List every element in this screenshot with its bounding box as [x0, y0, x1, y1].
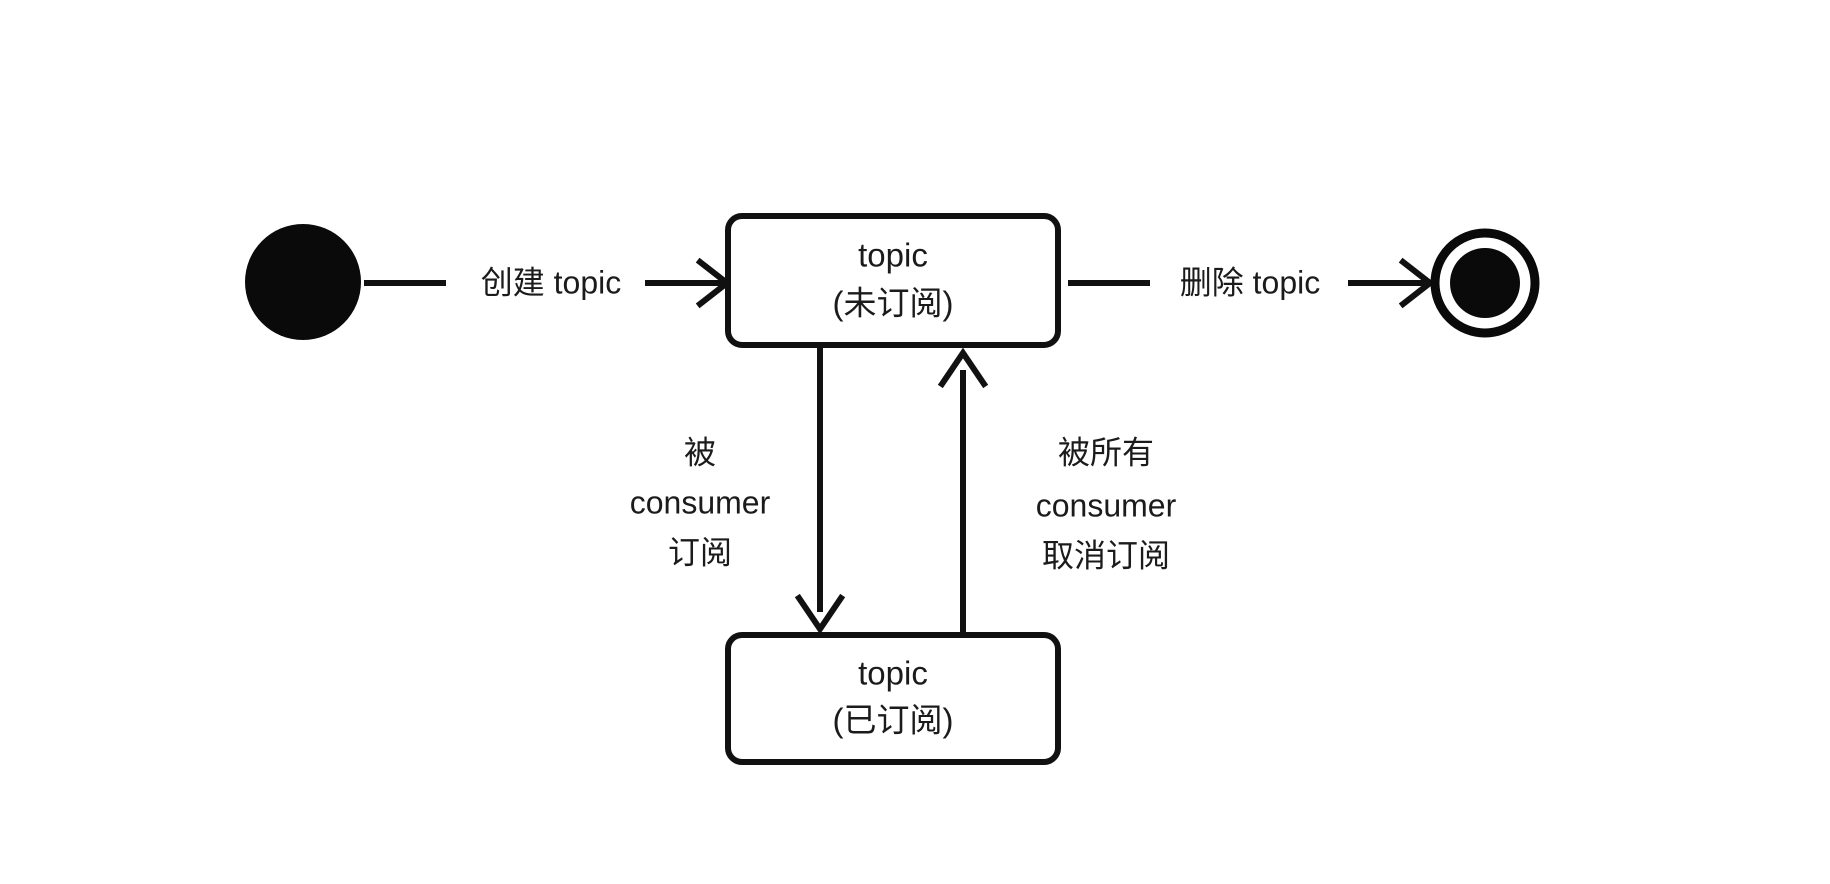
final-state-node[interactable]	[1430, 228, 1540, 338]
state-topic-subscribed-box	[725, 632, 1061, 765]
transition-label-unsubscribe-line3: 取消订阅	[1042, 537, 1170, 573]
state-topic-unsubscribed[interactable]: topic (未订阅)	[725, 213, 1061, 348]
transition-label-subscribe-line1: 被	[684, 434, 716, 470]
transition-subscribe[interactable]: 被 consumer 订阅	[630, 348, 846, 635]
transition-label-subscribe-line3: 订阅	[668, 534, 732, 570]
delete-topic-arrowhead	[1398, 257, 1435, 309]
state-topic-subscribed[interactable]: topic (已订阅)	[725, 632, 1061, 765]
unsubscribe-arrowhead	[937, 347, 989, 389]
transition-label-delete-topic: 删除 topic	[1180, 264, 1321, 300]
transition-create-topic[interactable]: 创建 topic	[364, 257, 732, 309]
transition-label-create-topic: 创建 topic	[481, 264, 622, 300]
final-state-outer-ring	[1430, 228, 1540, 338]
transition-label-unsubscribe-line1: 被所有	[1058, 434, 1154, 470]
state-topic-unsubscribed-box	[725, 213, 1061, 348]
transition-unsubscribe[interactable]: 被所有 consumer 取消订阅	[937, 347, 1177, 636]
state-topic-unsubscribed-line2: (未订阅)	[833, 285, 954, 322]
subscribe-arrowhead	[794, 593, 846, 635]
state-topic-subscribed-line2: (已订阅)	[833, 702, 954, 739]
initial-state-circle	[245, 224, 361, 340]
transition-delete-topic[interactable]: 删除 topic	[1068, 257, 1435, 309]
state-topic-unsubscribed-line1: topic	[858, 237, 928, 274]
initial-state-node[interactable]	[245, 224, 361, 340]
final-state-inner-circle	[1450, 248, 1520, 318]
state-topic-subscribed-line1: topic	[858, 655, 928, 692]
transition-label-unsubscribe-line2: consumer	[1036, 487, 1177, 523]
transition-label-subscribe-line2: consumer	[630, 484, 771, 520]
